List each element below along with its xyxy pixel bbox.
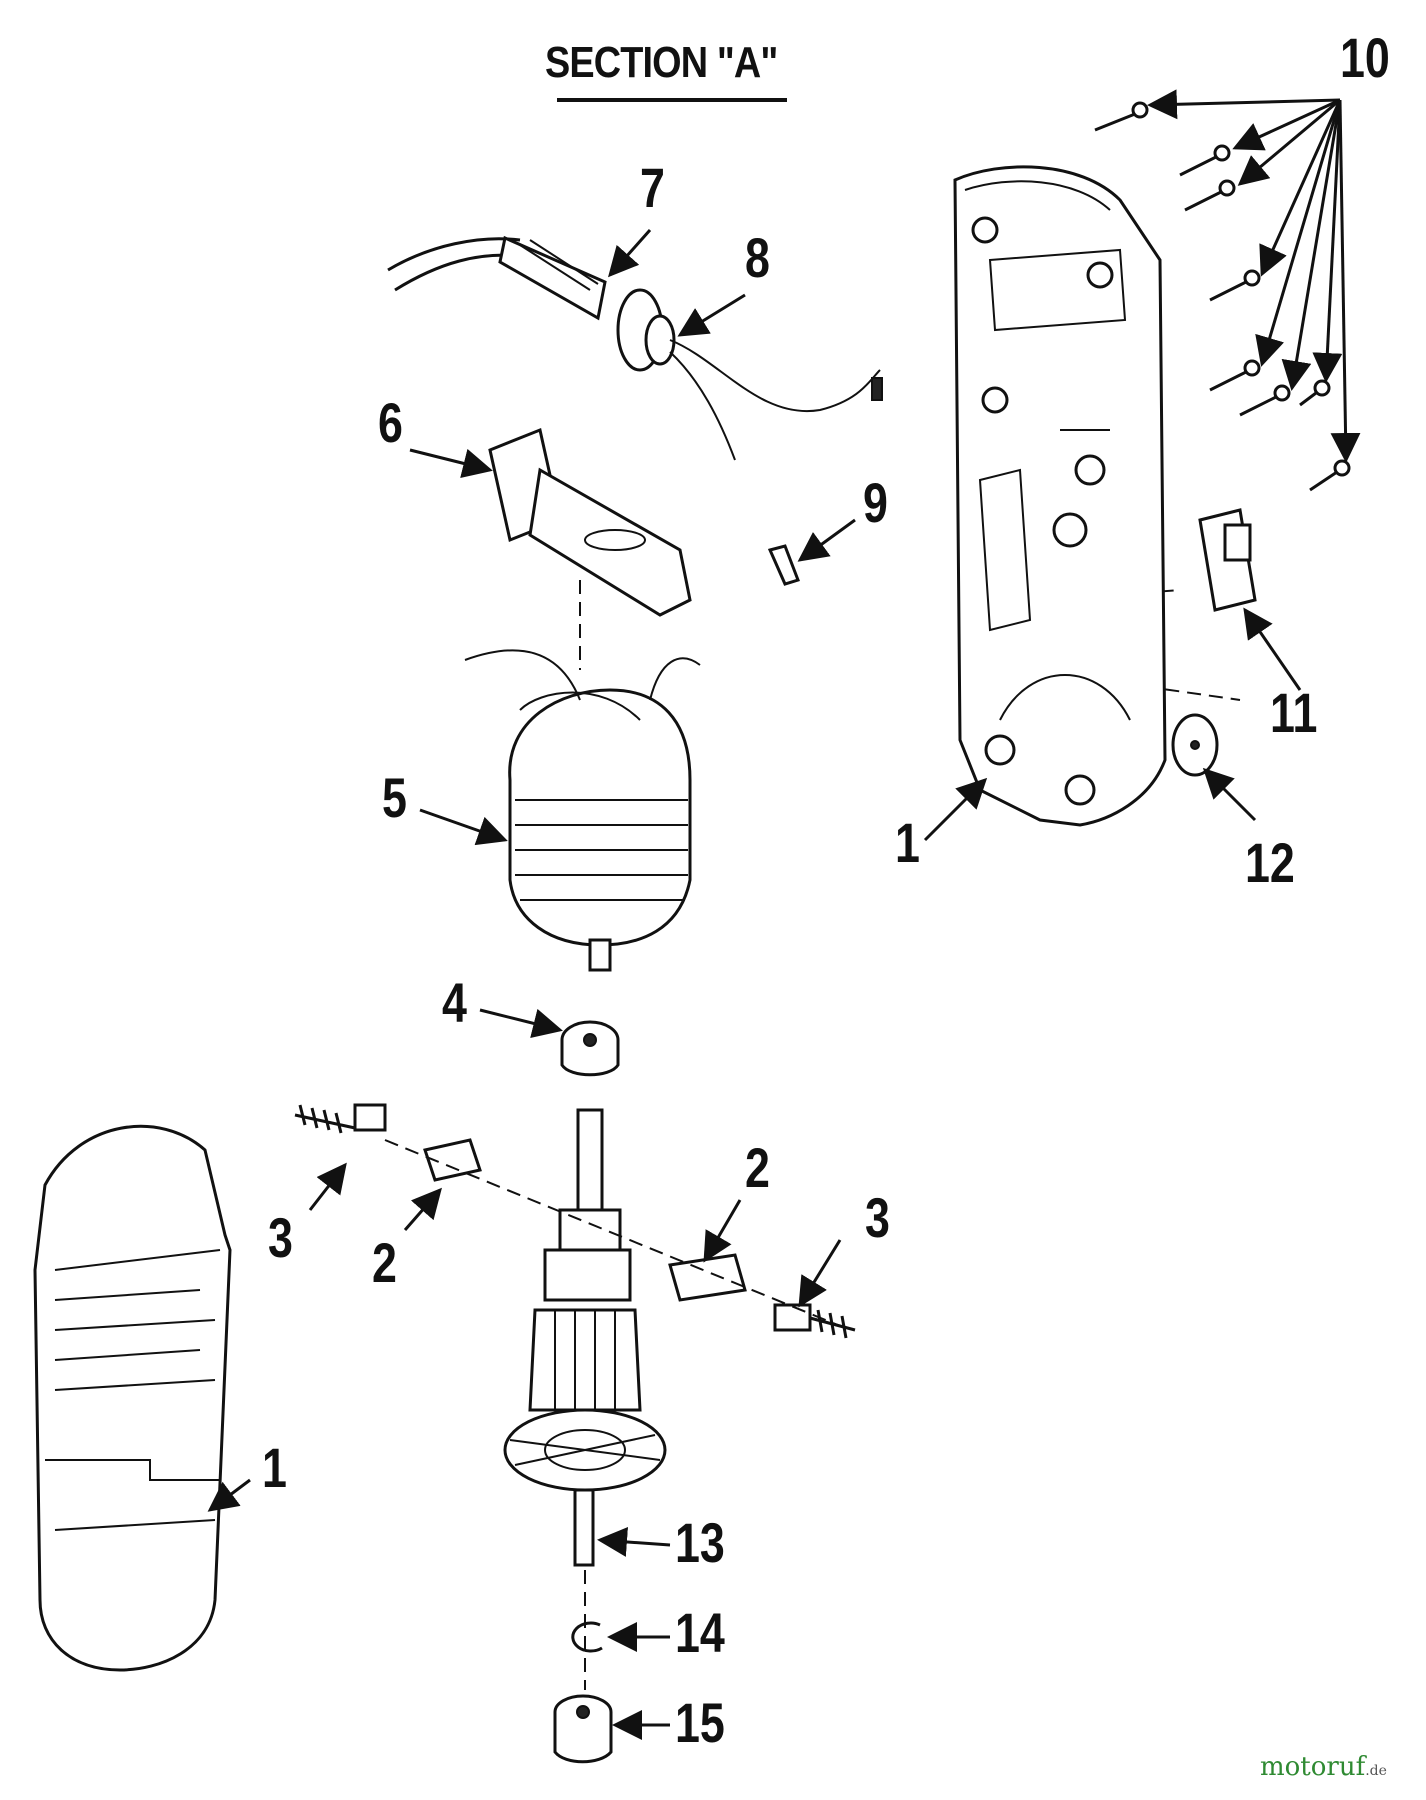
- lower-bearing-part: [553, 1694, 613, 1764]
- bearing-part: [560, 1020, 620, 1077]
- callout-13: 13: [675, 1511, 725, 1574]
- housing-left-part: [33, 1124, 232, 1672]
- alignment-line: [384, 1139, 851, 1331]
- callout-9: 9: [863, 471, 888, 534]
- callout-12: 12: [1245, 831, 1295, 894]
- callout-11: 11: [1270, 681, 1318, 744]
- callout-5: 5: [382, 766, 407, 829]
- clip-part: [767, 544, 800, 586]
- callout-4: 4: [442, 971, 467, 1034]
- watermark-tld: .de: [1365, 1763, 1387, 1779]
- brush-bracket-part: [488, 427, 692, 617]
- callout-2-left: 2: [372, 1231, 397, 1294]
- callout-1-housing-right: 1: [895, 811, 920, 874]
- power-cord-part: [387, 235, 607, 321]
- brush-left-part: [294, 1103, 482, 1182]
- washer-part: [1171, 713, 1219, 777]
- callout-2-right: 2: [745, 1136, 770, 1199]
- field-coil-part: [464, 649, 701, 972]
- housing-right-part: [953, 165, 1167, 827]
- brush-right-part: [668, 1253, 856, 1339]
- retaining-ring-part: [571, 1621, 603, 1653]
- callout-14: 14: [675, 1601, 725, 1664]
- callout-8: 8: [745, 226, 770, 289]
- callout-6: 6: [378, 391, 403, 454]
- screws-part: [1094, 101, 1351, 492]
- callout-1-housing-left: 1: [262, 1436, 287, 1499]
- callout-15: 15: [675, 1691, 725, 1754]
- callout-3-left: 3: [268, 1206, 293, 1269]
- callout-10: 10: [1340, 26, 1390, 89]
- callout-3-right: 3: [865, 1186, 890, 1249]
- armature-part: [503, 1108, 667, 1567]
- watermark-logo: motoruf.de: [1260, 1752, 1387, 1782]
- section-title: SECTION "A": [545, 38, 778, 87]
- leader-lines: [207, 89, 1361, 1740]
- watermark-brand: motoruf: [1260, 1752, 1366, 1782]
- title-underline: [557, 98, 787, 102]
- callout-7: 7: [640, 156, 665, 219]
- switch-part: [1198, 508, 1257, 612]
- strain-relief-part: [616, 288, 883, 461]
